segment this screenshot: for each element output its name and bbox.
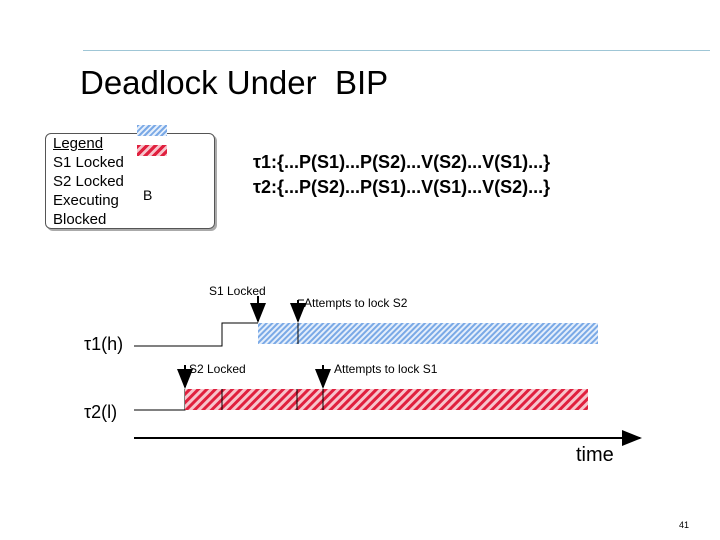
- legend-s2-locked-swatch: [137, 145, 167, 156]
- s2-locked-annotation: S2 Locked: [189, 362, 246, 376]
- legend-executing-marker: B: [143, 187, 153, 203]
- legend-s2-locked-label: S2 Locked: [53, 173, 124, 190]
- legend-s1-locked-swatch: [137, 125, 167, 136]
- task2-row-label: τ2(l): [84, 402, 118, 422]
- legend-executing-label: Executing: [53, 192, 119, 209]
- task2-definition: τ2:{...P(S2)...P(S1)...V(S1)...V(S2)...}: [253, 177, 551, 197]
- task1-blocked-bar: [298, 323, 598, 344]
- task1-definition: τ1:{...P(S1)...P(S2)...V(S2)...V(S1)...}: [253, 152, 551, 172]
- task2-s2-locked-bar: [185, 389, 323, 410]
- legend-title: Legend: [53, 135, 104, 152]
- title-rule: [83, 50, 710, 51]
- s1-locked-annotation: S1 Locked: [209, 284, 266, 298]
- task2-baseline: [134, 389, 186, 411]
- task1-baseline: [134, 322, 258, 347]
- time-axis-label: time: [576, 444, 614, 466]
- legend-s1-locked-label: S1 Locked: [53, 154, 124, 171]
- page-number: 41: [679, 520, 690, 530]
- attempt-lock-s1-annotation: Attempts to lock S1: [334, 362, 438, 376]
- task1-s1-locked-bar: [258, 323, 298, 344]
- slide-title: Deadlock Under BIP: [80, 64, 389, 101]
- task2-blocked-bar: [323, 389, 588, 410]
- attempt-lock-s2-annotation: Attempts to lock S2: [304, 296, 408, 310]
- legend-blocked-label: Blocked: [53, 211, 107, 228]
- legend-box: [45, 133, 215, 229]
- task1-row-label: τ1(h): [84, 334, 124, 354]
